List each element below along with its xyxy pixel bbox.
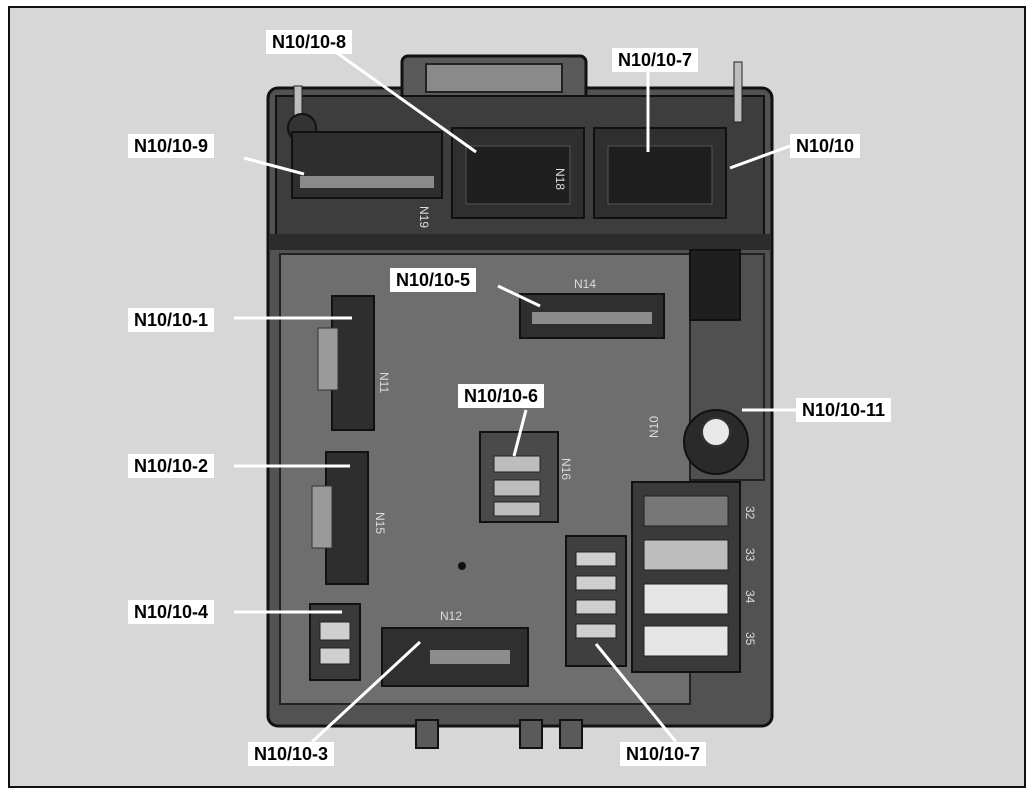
fuse-bank [631, 481, 741, 673]
leader-n10-10-10 [243, 156, 305, 176]
relay-bottom-left [309, 603, 361, 681]
callout-n10-10-2: N10/10-2 [128, 454, 215, 478]
callout-n10-10-9: N10/10-8 [266, 30, 353, 54]
embossed-n15: N15 [373, 512, 387, 534]
callout-n10-10-5: N10/10-5 [390, 268, 477, 292]
embossed-n12: N12 [440, 609, 462, 623]
callout-n10-10-11: N10/10-11 [796, 398, 892, 422]
callout-n10-10-4: N10/10-4 [128, 600, 215, 624]
callout-n10-10-1: N10/10-1 [128, 308, 215, 332]
callout-n10-10-6: N10/10-6 [458, 384, 545, 408]
connector-n14 [519, 293, 665, 339]
upper-connectors [291, 127, 727, 219]
fuse-label-34: 34 [743, 590, 757, 604]
embossed-n16: N16 [559, 458, 573, 480]
embossed-n19: N19 [417, 206, 431, 228]
callout-n10-10-3: N10/10-3 [248, 742, 335, 766]
callout-n10-10-10: N10/10-9 [128, 134, 215, 158]
leader-n10-10 [729, 144, 791, 170]
fuse-strip [565, 535, 627, 667]
leader-n10-10-5 [497, 284, 541, 308]
leader-n10-10-9 [329, 46, 477, 154]
leader-lines [234, 46, 796, 744]
leader-n10-10-6 [512, 409, 528, 457]
fuse-label-33: 33 [743, 548, 757, 562]
leader-n10-10-3 [310, 640, 422, 744]
connector-n15 [311, 451, 369, 585]
battery-stud [458, 249, 749, 570]
embossed-n18: N18 [553, 168, 567, 190]
embossed-n14: N14 [574, 277, 596, 291]
fuse-label-32: 32 [743, 506, 757, 520]
embossed-labels: N14 N11 N15 N16 N12 N10 N18 N19 32 33 34… [373, 168, 757, 646]
connector-n12 [381, 627, 529, 687]
callout-n10-10-7: N10/10-7 [620, 742, 707, 766]
embossed-n10: N10 [647, 416, 661, 438]
leader-n10-10-7 [594, 643, 678, 743]
fuse-label-35: 35 [743, 632, 757, 646]
fuse-holder-n16 [479, 431, 559, 523]
embossed-n11: N11 [377, 372, 391, 393]
callout-n10-10-8: N10/10-7 [612, 48, 699, 72]
callout-n10-10: N10/10 [790, 134, 861, 158]
